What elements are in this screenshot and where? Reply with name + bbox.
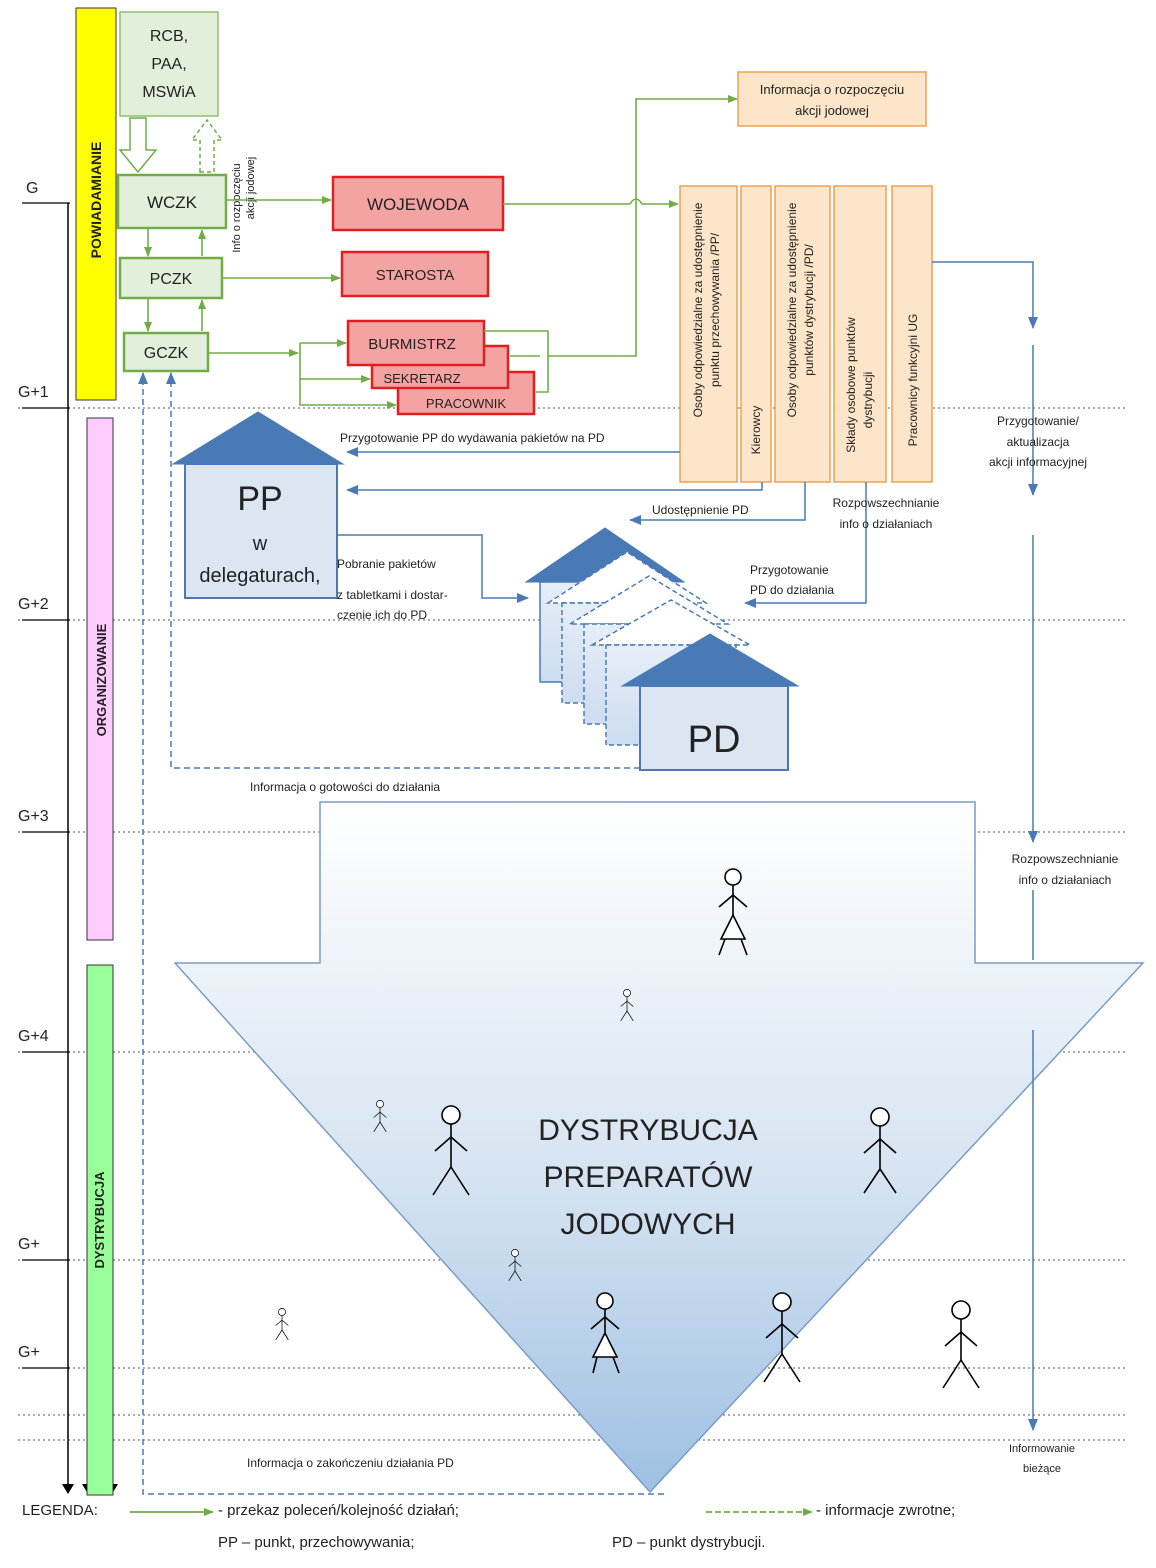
starosta-label: STAROSTA — [376, 267, 455, 284]
time-mark-g: G — [26, 180, 38, 197]
label-current-info-b: bieżące — [1023, 1463, 1061, 1475]
legend-dashed-text: - informacje zwrotne; — [816, 1502, 956, 1519]
time-mark-g5: G+ — [18, 1236, 40, 1253]
legend-pd-text: PD – punkt dystrybucji. — [612, 1534, 766, 1551]
phase-band-organize — [86, 417, 114, 941]
legend-solid-text: - przekaz poleceń/kolejność działań; — [218, 1502, 459, 1519]
info-start-vertical-line1: Info o rozpoczęciu — [231, 163, 243, 252]
label-prep-pp: Przygotowanie PP do wydawania pakietów n… — [340, 431, 605, 445]
pd-houses — [524, 527, 800, 771]
label-pickup-a: Pobranie pakietów — [337, 557, 436, 571]
source-box — [119, 11, 219, 117]
wojewoda-label: WOJEWODA — [367, 195, 470, 214]
wczk-label: WCZK — [147, 193, 198, 212]
burmistrz-label: BURMISTRZ — [368, 336, 456, 353]
column-staff-line1: Składy osobowe punktów — [844, 317, 858, 453]
person-icon — [590, 1292, 620, 1374]
info-start-line1: Informacja o rozpoczęciu — [760, 82, 905, 97]
pp-house — [171, 411, 345, 599]
label-prep-pd-b: PD do działania — [750, 583, 834, 597]
pp-title: PP — [237, 480, 282, 518]
personnel-columns — [679, 185, 933, 483]
legend-pp-text: PP – punkt, przechowywania; — [218, 1534, 415, 1551]
people-figures — [275, 868, 980, 1389]
pczk-box — [118, 256, 224, 300]
person-icon — [763, 1292, 801, 1383]
time-ticks — [22, 202, 70, 1369]
phase-label-distribute: DYSTRYBUCJA — [92, 1171, 107, 1269]
person-icon — [942, 1300, 980, 1389]
person-icon — [275, 1308, 289, 1341]
person-icon — [718, 868, 748, 956]
time-mark-g3: G+3 — [18, 808, 49, 825]
source-line2: PAA, — [151, 56, 186, 73]
hollow-up-arrow-dashed — [190, 118, 224, 173]
time-mark-g2: G+2 — [18, 596, 49, 613]
label-ready: Informacja o gotowości do działania — [250, 780, 440, 794]
label-prep-pd-a: Przygotowanie — [750, 563, 829, 577]
pczk-label: PCZK — [150, 271, 193, 288]
label-prep-campaign-b: aktualizacja — [1007, 435, 1070, 449]
sekretarz-label: SEKRETARZ — [383, 371, 460, 386]
phase-band-distribute — [86, 964, 114, 1496]
distribution-big-arrow — [173, 801, 1145, 1494]
pracownik-label: PRACOWNIK — [426, 396, 507, 411]
label-current-info-a: Informowanie — [1009, 1443, 1075, 1455]
column-drivers: Kierowcy — [749, 406, 763, 455]
gczk-label: GCZK — [144, 345, 189, 362]
legend-title: LEGENDA: — [22, 1502, 98, 1519]
wczk-box — [116, 173, 228, 230]
label-spread-info-2a: Rozpowszechnianie — [1012, 852, 1119, 866]
label-end-info: Informacja o zakończeniu działania PD — [247, 1456, 454, 1470]
person-icon — [373, 1100, 387, 1133]
source-line1: RCB, — [150, 28, 188, 45]
phase-label-organize: ORGANIZOWANIE — [94, 623, 109, 736]
command-arrows — [208, 95, 738, 409]
label-prep-campaign-c: akcji informacyjnej — [989, 455, 1087, 469]
info-start-line2: akcji jodowej — [795, 103, 869, 118]
organize-arrows — [337, 261, 1038, 1431]
time-mark-g6: G+ — [18, 1344, 40, 1361]
person-icon — [508, 1249, 522, 1282]
label-spread-info-1a: Rozpowszechnianie — [833, 496, 940, 510]
column-pd-line2: punktów dystrybucji /PD/ — [802, 244, 816, 376]
column-staff-line2: dystrybucji — [861, 372, 875, 429]
time-mark-g4: G+4 — [18, 1028, 49, 1045]
hollow-down-arrow — [118, 117, 158, 174]
phase-band-notify — [75, 7, 117, 401]
burmistrz-box — [346, 319, 486, 367]
column-pd-line1: Osoby odpowiedzialne za udostępnienie — [785, 202, 799, 417]
label-pickup-c: czenie ich do PD — [337, 608, 427, 622]
big-arrow-line2: PREPARATÓW — [544, 1161, 754, 1194]
wojewoda-box — [331, 175, 505, 232]
info-start-box — [737, 71, 927, 127]
label-share-pd: Udostępnienie PD — [652, 503, 749, 517]
chain-arrows — [144, 229, 206, 332]
source-line3: MSWiA — [142, 84, 196, 101]
big-arrow-line3: JODOWYCH — [561, 1208, 736, 1241]
label-pickup-b: z tabletkami i dostar- — [337, 588, 448, 602]
info-start-vertical-line2: akcji jodowej — [245, 157, 257, 219]
pp-line3: delegaturach, — [199, 565, 320, 587]
pp-line2: w — [252, 533, 268, 555]
column-ug-workers: Pracownicy funkcyjni UG — [906, 314, 920, 447]
column-pp-line2: punktu przechowywania /PP/ — [708, 232, 722, 387]
time-mark-g1: G+1 — [18, 384, 49, 401]
person-icon — [620, 989, 634, 1022]
pd-title: PD — [688, 719, 741, 761]
column-pp-line1: Osoby odpowiedzialne za udostępnienie — [691, 202, 705, 417]
person-icon — [432, 1105, 470, 1196]
feedback-dashed-lines — [138, 372, 664, 1495]
label-spread-info-2b: info o działaniach — [1019, 873, 1112, 887]
phase-label-notify: POWIADAMIANIE — [88, 142, 104, 259]
gczk-box — [122, 331, 210, 373]
label-spread-info-1b: info o działaniach — [840, 517, 933, 531]
label-prep-campaign-a: Przygotowanie/ — [997, 414, 1080, 428]
person-icon — [863, 1107, 897, 1194]
starosta-box — [340, 250, 490, 298]
big-arrow-line1: DYSTRYBUCJA — [538, 1114, 758, 1147]
